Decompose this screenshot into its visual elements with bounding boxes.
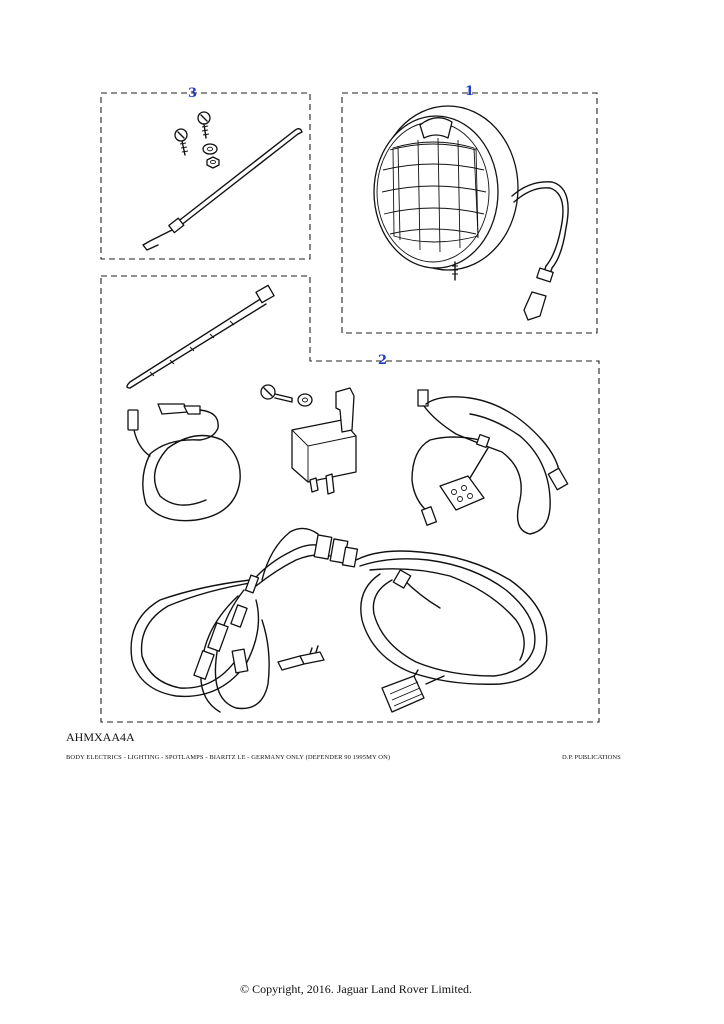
washer-icon	[297, 393, 313, 407]
illustration-reference-code: AHMXAA4A	[66, 730, 135, 744]
washer-icon	[202, 143, 218, 155]
fixings-kit	[142, 111, 303, 251]
main-wiring-harness	[130, 527, 548, 713]
spotlamp	[373, 105, 569, 321]
screw-icon	[197, 111, 211, 139]
group-box-1	[341, 92, 598, 334]
group-box-3	[100, 92, 311, 260]
screw-icon	[260, 384, 293, 403]
callout-1: 1	[465, 84, 475, 99]
self-tapping-screw-icon	[174, 128, 189, 156]
relay-kit	[260, 384, 357, 495]
spade-terminal-icon	[277, 645, 325, 671]
diagram-caption: BODY ELECTRICS - LIGHTING - SPOTLAMPS - …	[66, 754, 391, 761]
copyright-notice: © Copyright, 2016. Jaguar Land Rover Lim…	[239, 982, 473, 996]
lead-loop-small	[127, 403, 241, 522]
cable-tie-long-icon	[126, 284, 275, 389]
lamp-grille	[381, 137, 487, 253]
group-box-2	[100, 275, 600, 723]
callout-3: 3	[188, 86, 198, 101]
callout-2: 2	[378, 353, 388, 368]
lamp-lead-with-plug	[411, 389, 569, 535]
publisher-label: D.P. PUBLICATIONS	[562, 754, 621, 761]
multipin-connector-icon	[439, 475, 485, 511]
nut-icon	[206, 156, 220, 169]
parts-diagram	[100, 92, 600, 723]
cable-tie-icon	[142, 128, 303, 251]
relay-icon	[291, 387, 357, 495]
